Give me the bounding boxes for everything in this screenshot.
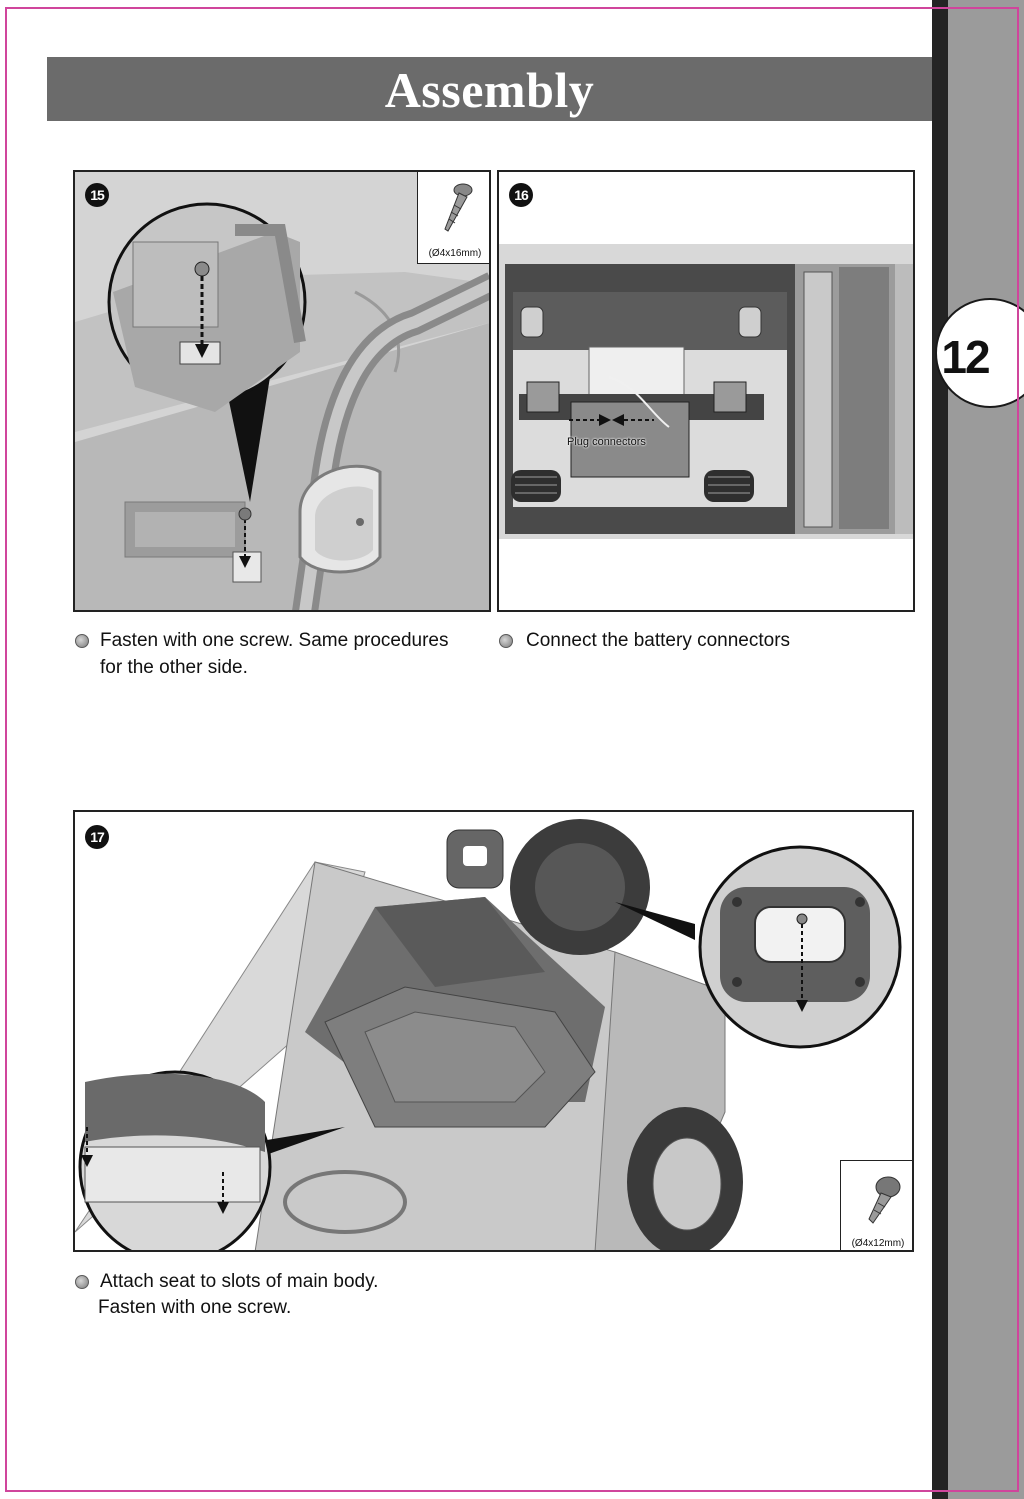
step-17-screw-box: (Ø4x12mm) — [840, 1160, 912, 1250]
step-16-illustration — [499, 244, 913, 539]
step-17-screw-size: (Ø4x12mm) — [851, 1238, 905, 1249]
page-number-tab — [935, 298, 1024, 408]
step-16-number: 16 — [509, 183, 533, 207]
step-15-caption-line-1: Fasten with one screw. Same procedures — [100, 630, 449, 651]
screw-icon — [868, 1176, 901, 1224]
page-number: 12 — [941, 331, 990, 383]
step-17-caption-line-2: Fasten with one screw. — [98, 1297, 292, 1318]
step-15-illustration — [75, 172, 489, 610]
step-15-bullet-icon — [75, 634, 89, 648]
step-17-number: 17 — [85, 825, 109, 849]
step-16-caption-line-1: Connect the battery connectors — [526, 630, 791, 651]
step-16-panel: 16 Plug connectors — [497, 170, 915, 612]
step-15-screw-size: (Ø4x16mm) — [428, 248, 482, 259]
header-bar: Assembly — [47, 57, 932, 121]
sidebar-dark-strip — [932, 0, 948, 1499]
step-15-panel: 15 (Ø4x16mm) — [73, 170, 491, 612]
screw-icon — [444, 183, 473, 232]
plug-connectors-label: Plug connectors — [567, 436, 646, 448]
page-title: Assembly — [384, 62, 595, 118]
sidebar-light-strip — [948, 0, 1024, 1499]
step-16-bullet-icon — [499, 634, 513, 648]
step-17-panel: 17 (Ø4x12mm) — [73, 810, 914, 1252]
step-15-number: 15 — [85, 183, 109, 207]
step-15-caption-line-2: for the other side. — [100, 657, 248, 678]
step-17-bullet-icon — [75, 1275, 89, 1289]
step-17-illustration — [75, 812, 912, 1250]
step-15-screw-box: (Ø4x16mm) — [417, 172, 489, 264]
step-17-caption-line-1: Attach seat to slots of main body. — [100, 1271, 379, 1292]
